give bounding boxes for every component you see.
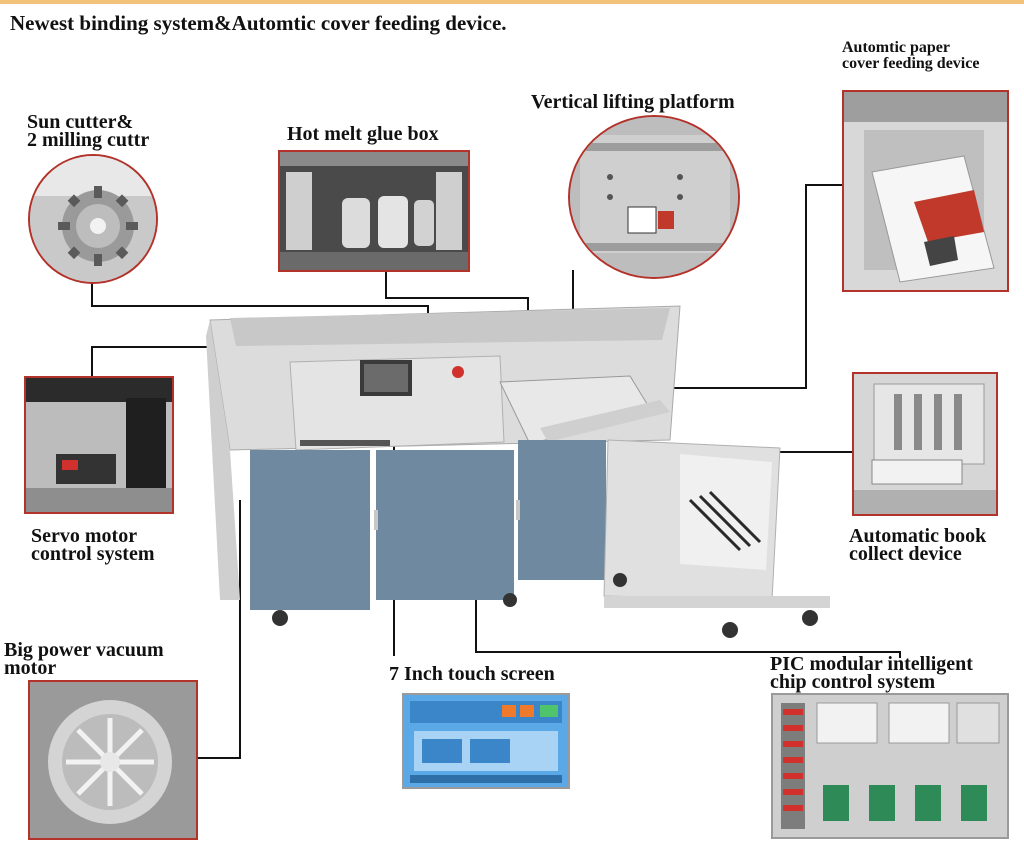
- lifting-platform-photo: [568, 115, 740, 279]
- servo-motor-photo: [24, 376, 174, 514]
- header-title: Newest binding system&Automtic cover fee…: [10, 11, 507, 35]
- top-banner-strip: [0, 0, 1024, 4]
- cover-feeding-photo: [842, 90, 1009, 292]
- callout-vacuum-label: Big power vacuum motor: [4, 639, 164, 679]
- callout-glue-box-label: Hot melt glue box: [287, 123, 439, 145]
- vacuum-motor-photo: [28, 680, 198, 840]
- callout-servo-label: Servo motor control system: [31, 525, 155, 565]
- sun-cutter-photo: [28, 154, 158, 284]
- callout-book-collect-label: Automatic book collect device: [849, 525, 987, 565]
- glue-box-photo: [278, 150, 470, 272]
- callout-pic-label: PIC modular intelligent chip control sys…: [770, 653, 973, 693]
- callout-sun-cutter-label: Sun cutter& 2 milling cuttr: [27, 111, 150, 151]
- callout-lifting-label: Vertical lifting platform: [531, 91, 735, 113]
- callout-touch-screen-label: 7 Inch touch screen: [389, 663, 555, 685]
- book-collect-photo: [852, 372, 998, 516]
- binding-machine-illustration: [200, 300, 840, 645]
- pic-control-photo: [771, 693, 1009, 839]
- touch-screen-photo: [402, 693, 570, 789]
- callout-cover-feed-label: Automtic paper cover feeding device: [842, 39, 980, 72]
